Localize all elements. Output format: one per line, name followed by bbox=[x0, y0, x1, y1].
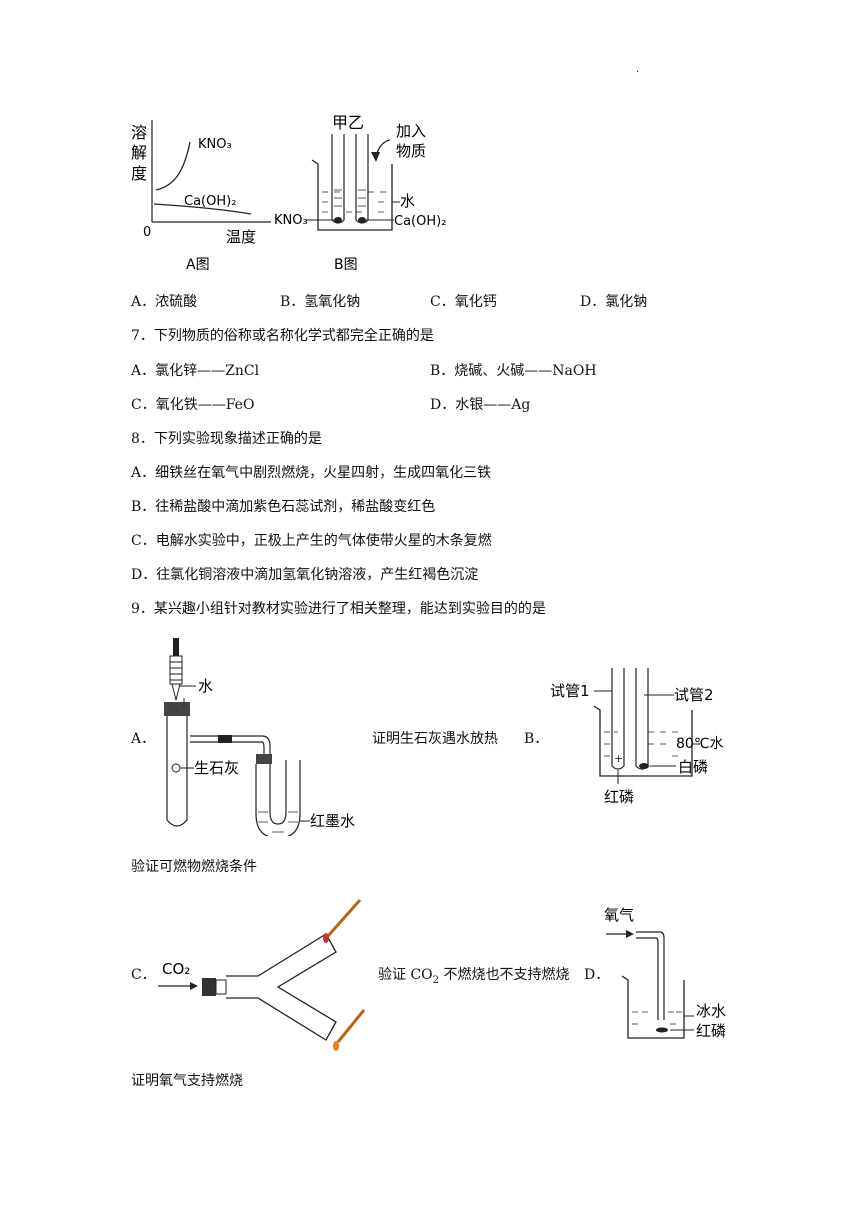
oxygen-label: 氧气 bbox=[604, 906, 634, 924]
tube1-label: 试管1 bbox=[550, 682, 590, 700]
q9-stem: 9．某兴趣小组针对教材实验进行了相关整理，能达到实验目的的是 bbox=[131, 601, 546, 617]
svg-text:+: + bbox=[614, 752, 623, 765]
q6-option-a: A．浓硫酸 bbox=[131, 294, 198, 310]
q6-option-b: B．氢氧化钠 bbox=[280, 294, 361, 310]
add-substance-label-1: 加入 bbox=[396, 122, 426, 140]
kno3-label: KNO₃ bbox=[274, 213, 308, 228]
figure-q9b-combustion: 试管1 试管2 + 80℃水 白磷 红磷 bbox=[550, 668, 724, 806]
origin-label: 0 bbox=[143, 225, 151, 240]
curve-kno3-label: KNO₃ bbox=[198, 137, 232, 152]
curve-caoh2-label: Ca(OH)₂ bbox=[184, 194, 236, 209]
figure-q9d-oxygen: 氧气 冰水 红磷 bbox=[604, 906, 726, 1040]
figure-q9c-co2: CO₂ bbox=[158, 899, 366, 1051]
figure-q9a-quicklime: 水 生石灰 红墨水 bbox=[164, 638, 355, 836]
x-axis-label: 温度 bbox=[226, 228, 256, 246]
red-phosphorus-label-d: 红磷 bbox=[696, 1022, 726, 1040]
page-mark: . bbox=[636, 64, 640, 75]
q9-option-d-caption: 证明氧气支持燃烧 bbox=[131, 1073, 243, 1089]
q6-option-d: D．氯化钠 bbox=[580, 294, 648, 310]
water-label: 水 bbox=[400, 192, 415, 210]
q7-option-d: D．水银——Ag bbox=[430, 397, 531, 413]
q7-stem: 7．下列物质的俗称或名称化学式都完全正确的是 bbox=[131, 328, 434, 344]
y-label-char-1: 溶 bbox=[131, 123, 147, 142]
q8-option-b: B．往稀盐酸中滴加紫色石蕊试剂，稀盐酸变红色 bbox=[131, 499, 436, 515]
figure-a-solubility-chart: 溶 解 度 0 温度 KNO₃ Ca(OH)₂ A图 bbox=[131, 120, 271, 273]
q8-stem: 8．下列实验现象描述正确的是 bbox=[131, 431, 322, 447]
ice-water-label: 冰水 bbox=[696, 1002, 726, 1020]
q9-option-a-caption: 证明生石灰遇水放热 bbox=[372, 731, 498, 747]
quicklime-label: 生石灰 bbox=[194, 759, 239, 777]
white-phosphorus-label: 白磷 bbox=[678, 758, 708, 776]
red-phosphorus-label: 红磷 bbox=[604, 788, 634, 806]
caoh2-label: Ca(OH)₂ bbox=[394, 214, 446, 229]
water-label: 水 bbox=[198, 677, 213, 695]
q7-option-b: B．烧碱、火碱——NaOH bbox=[430, 363, 597, 379]
q7-option-c: C．氧化铁——FeO bbox=[131, 397, 255, 413]
red-ink-label: 红墨水 bbox=[310, 812, 355, 830]
y-label-char-3: 度 bbox=[131, 164, 147, 183]
y-label-char-2: 解 bbox=[131, 143, 147, 162]
q9-option-c-caption: 验证 CO2 不燃烧也不支持燃烧 bbox=[378, 964, 569, 986]
q9-option-d-letter: D． bbox=[584, 967, 610, 983]
water-80-label: 80℃水 bbox=[676, 736, 724, 752]
c-caption-sub: 2 bbox=[432, 974, 440, 986]
q8-option-d: D．往氯化铜溶液中滴加氢氧化钠溶液，产生红褐色沉淀 bbox=[131, 567, 479, 583]
figure-a-caption: A图 bbox=[186, 257, 210, 273]
q9-option-c-letter: C． bbox=[131, 967, 156, 983]
add-substance-label-2: 物质 bbox=[396, 142, 426, 160]
c-caption-post: 不燃烧也不支持燃烧 bbox=[439, 967, 570, 983]
tubes-label: 甲乙 bbox=[332, 113, 364, 132]
q8-option-c: C．电解水实验中，正极上产生的气体使带火星的木条复燃 bbox=[131, 533, 492, 549]
q9-option-b-caption: 验证可燃物燃烧条件 bbox=[131, 859, 257, 875]
figure-b-caption: B图 bbox=[334, 257, 358, 273]
figure-b-beaker: 甲乙 加入 物质 水 KNO₃ Ca(OH)₂ B图 bbox=[274, 113, 446, 273]
q9-option-b-letter: B． bbox=[524, 731, 549, 747]
tube2-label: 试管2 bbox=[674, 686, 714, 704]
q8-option-a: A．细铁丝在氧气中剧烈燃烧，火星四射，生成四氧化三铁 bbox=[131, 465, 492, 481]
co2-label: CO₂ bbox=[162, 960, 190, 978]
c-caption-pre: 验证 CO bbox=[378, 967, 433, 983]
q6-option-c: C．氧化钙 bbox=[430, 294, 497, 310]
q9-option-a-letter: A． bbox=[131, 731, 156, 747]
q7-option-a: A．氯化锌——ZnCl bbox=[131, 363, 260, 379]
